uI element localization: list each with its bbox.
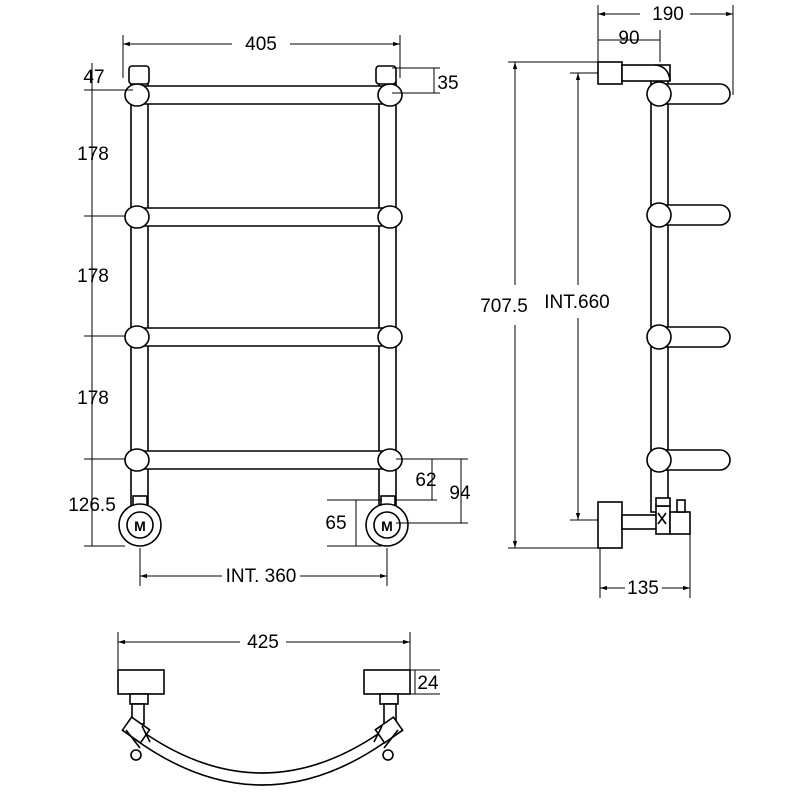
dim-top-offset: 47 xyxy=(83,67,104,88)
side-rail-3 xyxy=(646,324,731,350)
dim-valve-height: 65 xyxy=(325,513,346,534)
wall-bracket-top xyxy=(597,61,623,85)
valve-logo: M xyxy=(134,518,146,534)
dim-depth: 190 xyxy=(652,4,684,25)
left-top-cap xyxy=(128,65,150,85)
plan-right-fixing xyxy=(363,669,411,761)
bracket-arm xyxy=(621,64,671,82)
rail-3 xyxy=(124,325,403,349)
plan-left-fixing xyxy=(117,669,165,761)
dim-valve-drop: 62 xyxy=(415,470,436,491)
dim-base-depth: 135 xyxy=(627,578,659,599)
dim-int-height: INT.660 xyxy=(544,292,609,313)
side-rail-2 xyxy=(646,202,731,228)
dim-bracket: 90 xyxy=(618,28,639,49)
left-upright xyxy=(130,81,149,508)
right-top-cap xyxy=(375,65,397,85)
dim-plan-width: 425 xyxy=(247,632,279,653)
dim-top-cap: 35 xyxy=(437,73,458,94)
dim-int-width: INT. 360 xyxy=(226,566,297,587)
dim-plan-leg: 24 xyxy=(417,673,439,694)
side-view: 190 90 707.5 INT.660 135 xyxy=(480,4,734,599)
dim-valve-depth: 94 xyxy=(449,483,471,504)
dim-bottom-offset: 126.5 xyxy=(68,495,116,516)
rail-2 xyxy=(124,205,403,229)
right-upright xyxy=(378,81,397,508)
valve-logo: M xyxy=(381,518,393,534)
dim-spacing-3: 178 xyxy=(77,388,109,409)
dim-width: 405 xyxy=(245,34,277,55)
right-valve: M xyxy=(365,495,409,547)
rail-1 xyxy=(124,83,403,107)
front-view: M M 405 47 178 178 178 126.5 35 xyxy=(68,34,471,587)
rail-4 xyxy=(124,448,403,472)
plan-view: 425 24 xyxy=(117,632,440,786)
wall-bracket-bottom xyxy=(597,501,623,549)
left-valve: M xyxy=(118,495,162,547)
side-valve xyxy=(597,497,691,549)
side-rail-1 xyxy=(646,81,731,107)
side-rail-4 xyxy=(646,447,731,473)
dim-total-height: 707.5 xyxy=(480,296,528,317)
dim-spacing-1: 178 xyxy=(77,144,109,165)
dim-spacing-2: 178 xyxy=(77,266,109,287)
side-upright xyxy=(650,79,669,513)
